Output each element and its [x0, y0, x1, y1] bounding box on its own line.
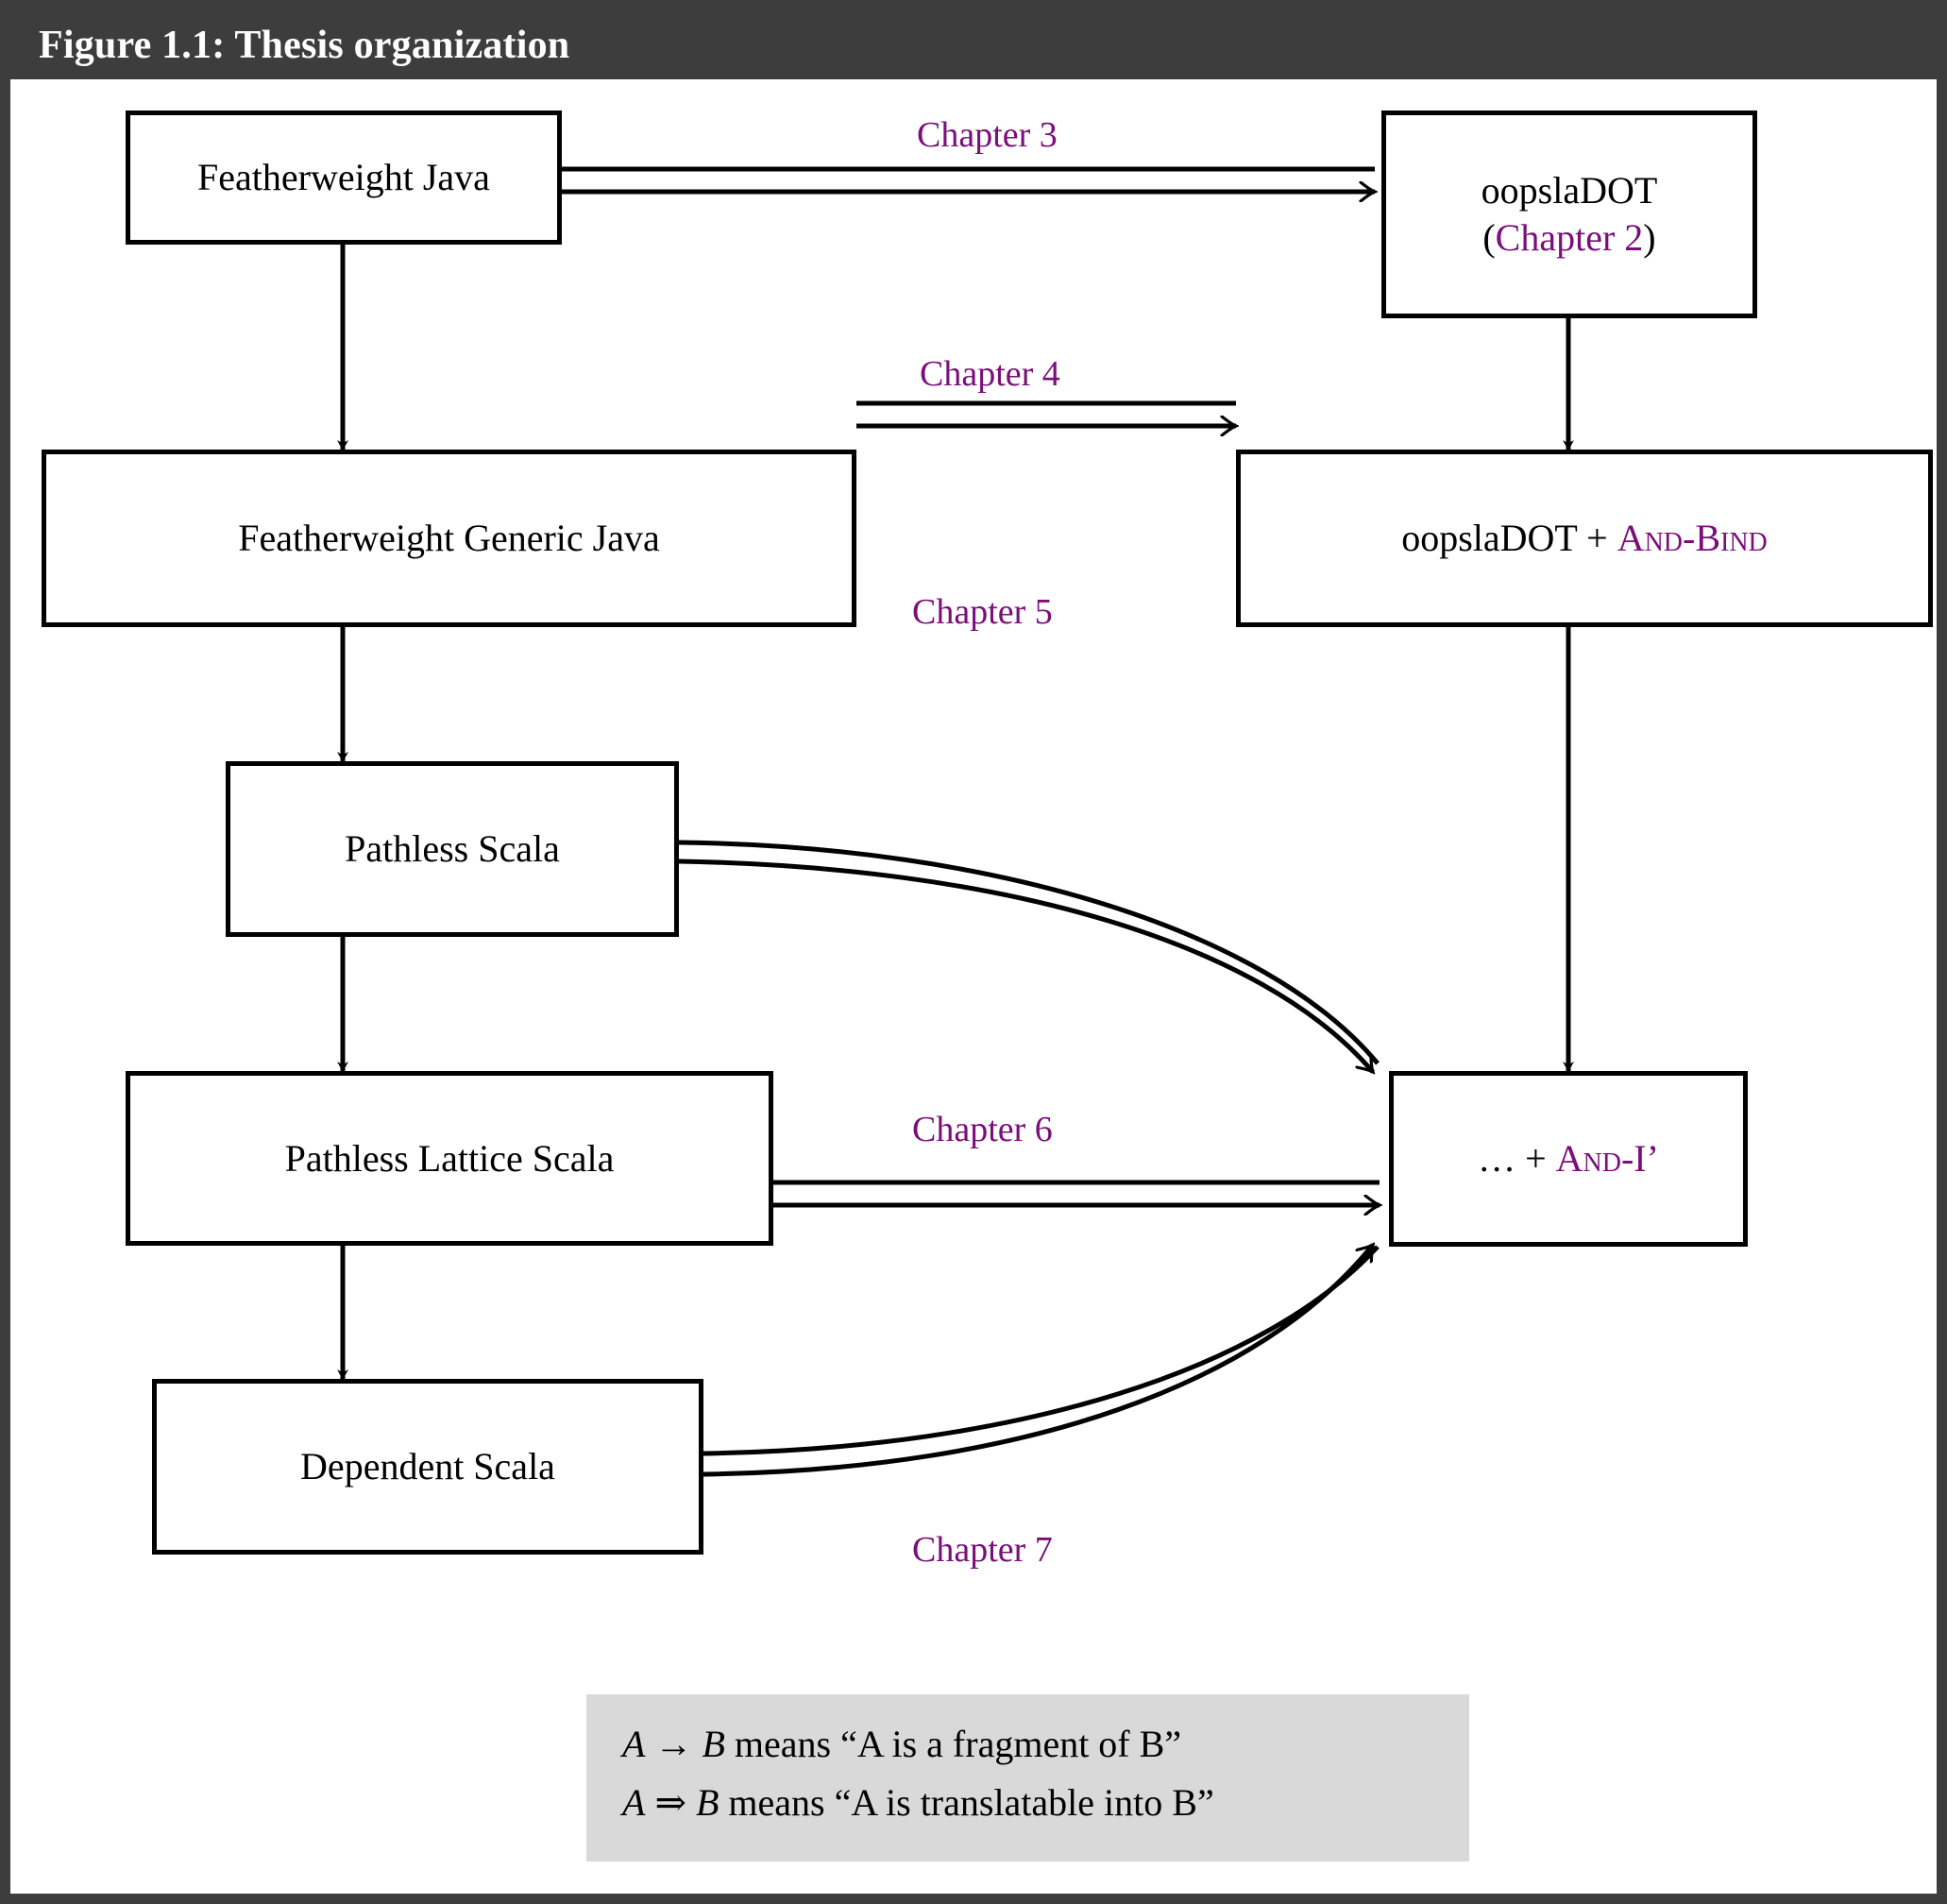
- node-oopsladot-and-bind-label: oopslaDOT + And-Bind: [1392, 515, 1777, 562]
- node-dependent-scala[interactable]: Dependent Scala: [152, 1379, 703, 1555]
- node-pathless-lattice-scala-label: Pathless Lattice Scala: [284, 1136, 615, 1180]
- edge-label-chapter-3[interactable]: Chapter 3: [917, 115, 1058, 155]
- edge-pathless-lattice-to-and-i: [773, 1180, 1380, 1205]
- node-oopsladot-paren-close: ): [1643, 216, 1656, 259]
- node-oopsladot-label: oopslaDOT (Chapter 2): [1472, 167, 1668, 262]
- edge-label-chapter-7[interactable]: Chapter 7: [912, 1530, 1053, 1570]
- figure-caption-bar: Figure 1.1: Thesis organization: [10, 10, 1937, 79]
- edge-label-chapter-6[interactable]: Chapter 6: [912, 1110, 1053, 1149]
- figure-caption-text: Figure 1.1: Thesis organization: [39, 23, 570, 67]
- edge-label-chapter-4[interactable]: Chapter 4: [920, 354, 1060, 394]
- node-and-i-prime-main: … +: [1478, 1137, 1556, 1180]
- edge-label-chapter-5[interactable]: Chapter 5: [912, 592, 1053, 632]
- legend-line1-rest: means “A is a fragment of B”: [724, 1723, 1182, 1765]
- diagram-canvas: Featherweight Java oopslaDOT (Chapter 2)…: [10, 79, 1937, 1894]
- node-featherweight-generic-java-label: Featherweight Generic Java: [238, 517, 660, 559]
- node-oopsladot-chapter-link[interactable]: Chapter 2: [1495, 216, 1644, 259]
- edge-fgj-to-oopsladot-andbind: [856, 400, 1236, 426]
- legend-line2-a: A: [622, 1781, 646, 1824]
- node-oopsladot[interactable]: oopslaDOT (Chapter 2): [1381, 110, 1757, 318]
- legend-line1-a: A: [622, 1723, 646, 1765]
- node-and-i-prime[interactable]: … + And-I’: [1389, 1071, 1748, 1247]
- node-pathless-lattice-scala[interactable]: Pathless Lattice Scala: [126, 1071, 773, 1246]
- node-dependent-scala-label: Dependent Scala: [300, 1445, 555, 1488]
- edge-pathless-scala-to-and-i: [678, 840, 1380, 1072]
- legend-line-translatable: A ⇒ B means “A is translatable into B”: [622, 1774, 1433, 1832]
- node-featherweight-java-label: Featherweight Java: [197, 156, 490, 198]
- legend-box: A → B means “A is a fragment of B” A ⇒ B…: [586, 1694, 1469, 1862]
- node-pathless-scala[interactable]: Pathless Scala: [226, 761, 679, 937]
- node-oopsladot-paren-open: (: [1482, 216, 1496, 259]
- node-featherweight-java[interactable]: Featherweight Java: [126, 110, 562, 245]
- legend-line2-rest: means “A is translatable into B”: [719, 1781, 1214, 1824]
- legend-line1-arrow-icon: →: [654, 1723, 693, 1765]
- node-oopsladot-and-bind[interactable]: oopslaDOT + And-Bind: [1236, 450, 1933, 627]
- node-pathless-scala-label: Pathless Scala: [345, 827, 560, 870]
- node-featherweight-generic-java[interactable]: Featherweight Generic Java: [42, 450, 856, 627]
- node-and-i-prime-label: … + And-I’: [1468, 1135, 1668, 1182]
- legend-line2-b: B: [695, 1781, 720, 1824]
- diagram-edges-layer: [337, 166, 1574, 1477]
- edge-dependent-scala-to-and-i: [703, 1245, 1380, 1477]
- node-oopsladot-and-bind-main: oopslaDOT +: [1401, 517, 1617, 559]
- node-oopsladot-and-bind-rule: And-Bind: [1617, 517, 1768, 559]
- node-and-i-prime-rule: And-I’: [1555, 1137, 1659, 1180]
- legend-line2-double-arrow-icon: ⇒: [654, 1781, 686, 1824]
- legend-line-fragment: A → B means “A is a fragment of B”: [622, 1715, 1433, 1774]
- node-oopsladot-main: oopslaDOT: [1481, 169, 1658, 212]
- edge-fj-to-oopsladot: [562, 166, 1375, 192]
- legend-line1-b: B: [702, 1723, 725, 1765]
